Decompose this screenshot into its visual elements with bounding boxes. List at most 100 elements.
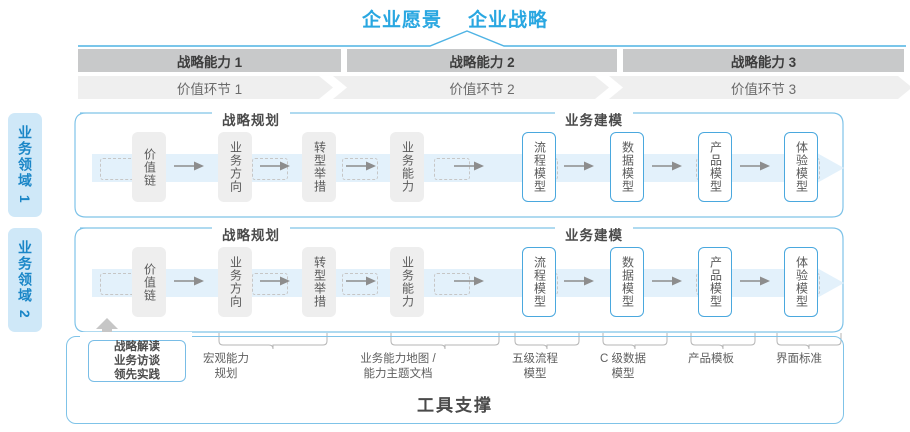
node-label: 体验模型 (794, 141, 809, 193)
tool-highlight-line-2: 业务访谈 (114, 355, 160, 367)
sidebar-item-business-domain-1[interactable]: 业务领域 1 (8, 113, 42, 217)
capability-cell-3[interactable]: 战略能力 3 (623, 49, 904, 72)
header-peak-line (78, 30, 906, 47)
node-business-direction[interactable]: 业务方向 (218, 132, 252, 202)
capability-cell-1[interactable]: 战略能力 1 (78, 49, 341, 72)
flow-arrow-icon (740, 276, 770, 286)
tool-label-line-1: 五级流程 (512, 353, 558, 365)
tool-label-c-level-data-model: C 级数据 模型 (580, 352, 666, 382)
node-data-model[interactable]: 数据模型 (610, 247, 644, 317)
section-title-strategic-planning-2: 战略规划 (214, 226, 288, 243)
tool-label-capability-map: 业务能力地图 / 能力主题文档 (340, 352, 456, 382)
placeholder-box (434, 158, 470, 180)
value-stage-1[interactable]: 价值环节 1 (176, 81, 243, 97)
flow-arrow-icon (454, 276, 484, 286)
flow-arrow-icon (260, 276, 290, 286)
node-experience-model[interactable]: 体验模型 (784, 247, 818, 317)
flow-arrow-icon (346, 276, 376, 286)
node-label: 价值链 (142, 262, 157, 302)
value-stage-3[interactable]: 价值环节 3 (730, 81, 797, 97)
capability-cell-2[interactable]: 战略能力 2 (347, 49, 617, 72)
sidebar-item-business-domain-2[interactable]: 业务领域 2 (8, 228, 42, 332)
tool-support-title: 工具支撑 (417, 396, 493, 415)
node-data-model[interactable]: 数据模型 (610, 132, 644, 202)
tool-label-product-template: 产品模板 (668, 352, 754, 367)
node-value-chain[interactable]: 价值链 (132, 247, 166, 317)
vision-strategy-header: 企业愿景 企业战略 (0, 4, 910, 32)
node-label: 数据模型 (620, 141, 635, 193)
flow-arrow-icon (652, 161, 682, 171)
business-domain-2-row: 战略规划 业务建模 价值链 业务方向 转型举措 业务能力 流程模型 数据模型 产… (74, 226, 844, 333)
tool-brackets (218, 333, 842, 350)
node-experience-model[interactable]: 体验模型 (784, 132, 818, 202)
node-label: 业务能力 (400, 141, 415, 193)
node-product-model[interactable]: 产品模型 (698, 132, 732, 202)
tool-highlight-box[interactable]: 战略解读 业务访谈 领先实践 (88, 340, 186, 382)
section-title-business-modeling-1: 业务建模 (557, 111, 631, 128)
flow-arrow-icon (454, 161, 484, 171)
placeholder-box (434, 273, 470, 295)
enterprise-strategy-title: 企业战略 (468, 9, 549, 31)
node-label: 业务方向 (228, 141, 243, 193)
flow-arrow-icon (260, 161, 290, 171)
placeholder-box (100, 273, 136, 295)
tool-label-line-2: 规划 (214, 368, 238, 380)
tool-label-interface-standard: 界面标准 (756, 352, 842, 367)
tool-label-macro-capability-planning: 宏观能力 规划 (174, 352, 278, 382)
strategic-capability-bar: 战略能力 1 战略能力 2 战略能力 3 (78, 49, 904, 72)
tool-label-five-level-process-model: 五级流程 模型 (492, 352, 578, 382)
domain-row-2-frame (74, 227, 844, 333)
tool-label-line-2: 能力主题文档 (363, 368, 433, 380)
value-chain-bar: 价值环节 1 价值环节 2 价值环节 3 (78, 76, 910, 99)
tool-label-line-1: 界面标准 (776, 353, 822, 365)
tool-label-line-1: 业务能力地图 / (360, 353, 436, 365)
tool-label-line-1: C 级数据 (600, 353, 646, 365)
flow-arrow-icon (740, 161, 770, 171)
placeholder-box (342, 273, 378, 295)
node-label: 产品模型 (708, 141, 723, 193)
node-label: 流程模型 (532, 256, 547, 308)
tool-support-frame (66, 336, 844, 424)
node-label: 转型举措 (312, 141, 327, 193)
node-label: 体验模型 (794, 256, 809, 308)
tool-label-line-1: 宏观能力 (203, 353, 249, 365)
domain-row-1-frame (74, 112, 844, 218)
node-transformation-measures[interactable]: 转型举措 (302, 132, 336, 202)
node-business-capability[interactable]: 业务能力 (390, 247, 424, 317)
placeholder-box (342, 158, 378, 180)
placeholder-box (252, 273, 288, 295)
flow-arrow-icon (174, 276, 204, 286)
tool-label-line-2: 模型 (611, 368, 635, 380)
node-label: 转型举措 (312, 256, 327, 308)
node-process-model[interactable]: 流程模型 (522, 247, 556, 317)
placeholder-box (100, 158, 136, 180)
node-value-chain[interactable]: 价值链 (132, 132, 166, 202)
flow-arrow-icon (564, 276, 594, 286)
node-process-model[interactable]: 流程模型 (522, 132, 556, 202)
tool-label-line-2: 模型 (523, 368, 547, 380)
flow-arrow-icon (346, 161, 376, 171)
node-product-model[interactable]: 产品模型 (698, 247, 732, 317)
node-business-direction[interactable]: 业务方向 (218, 247, 252, 317)
flow-arrow-icon (174, 161, 204, 171)
value-stage-2[interactable]: 价值环节 2 (449, 81, 515, 97)
node-business-capability[interactable]: 业务能力 (390, 132, 424, 202)
node-label: 业务方向 (228, 256, 243, 308)
node-label: 价值链 (142, 147, 157, 187)
flow-arrow-icon (652, 276, 682, 286)
flow-arrow-icon (564, 161, 594, 171)
business-domain-2-label: 业务领域 2 (17, 240, 33, 320)
section-title-strategic-planning-1: 战略规划 (214, 111, 288, 128)
node-label: 数据模型 (620, 256, 635, 308)
tool-highlight-line-3: 领先实践 (114, 369, 160, 381)
placeholder-box (252, 158, 288, 180)
node-transformation-measures[interactable]: 转型举措 (302, 247, 336, 317)
tool-support-up-arrow-icon (96, 318, 118, 344)
section-title-business-modeling-2: 业务建模 (557, 226, 631, 243)
enterprise-vision-title: 企业愿景 (361, 9, 442, 31)
value-chain-chevron-shape (78, 76, 910, 99)
business-domain-1-row: 战略规划 业务建模 价值链 业务方向 转型举措 业务能力 流程模型 数据模型 产… (74, 111, 844, 218)
node-label: 流程模型 (532, 141, 547, 193)
node-label: 产品模型 (708, 256, 723, 308)
